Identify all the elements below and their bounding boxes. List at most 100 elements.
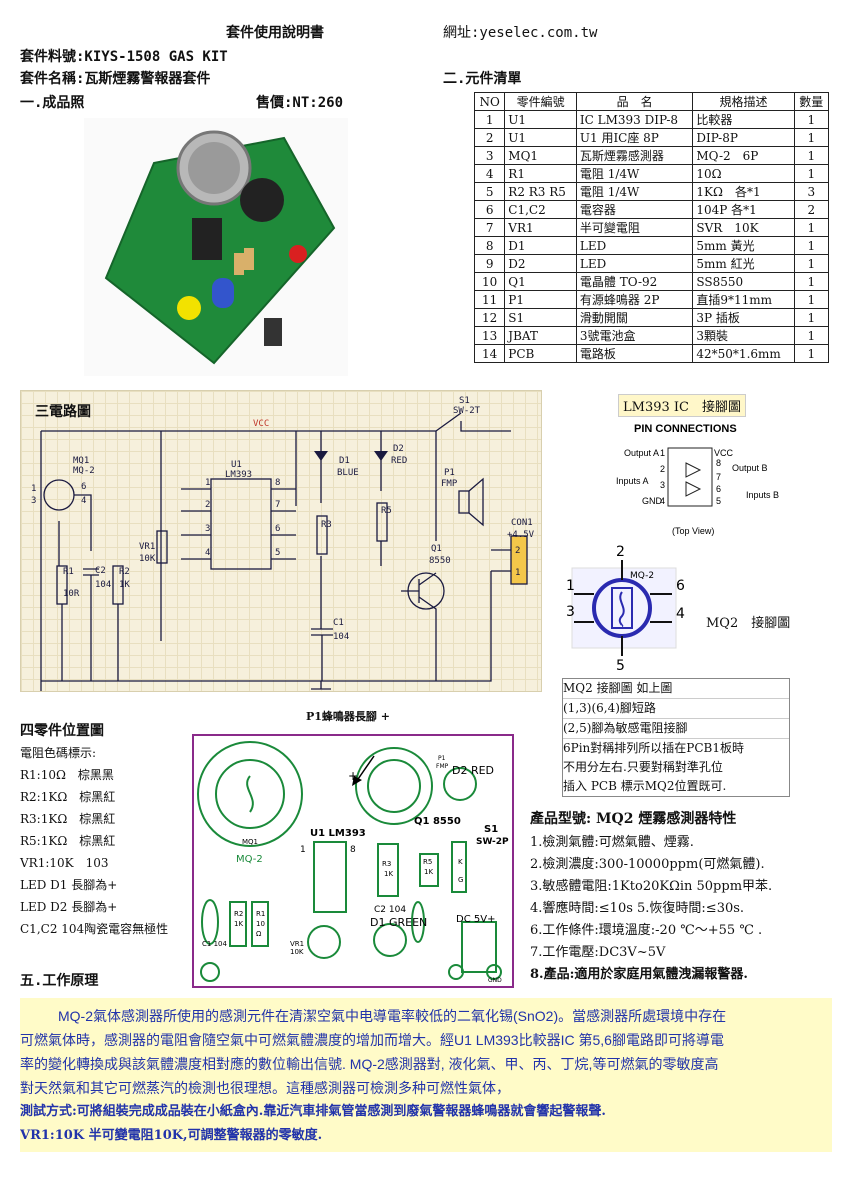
principle-paragraph: MQ-2氣体感測器所使用的感測元件在清潔空氣中电導電率較低的二氧化锡(SnO2)… [20, 998, 832, 1100]
col-qty: 數量 [793, 92, 830, 111]
pcb-d2-red: D2 RED [452, 764, 494, 777]
label-vr1: VR1 [139, 542, 155, 552]
cell-part-id: U1 [504, 128, 577, 147]
ic-pin-2: 2 [205, 500, 210, 510]
cell-part-id: U1 [504, 110, 577, 129]
label-r1-value: 10R [63, 589, 80, 599]
cell-part-id: C1,C2 [504, 200, 577, 219]
lm393-pin-6: 6 [716, 484, 721, 494]
feature-4: 4.響應時間:≤10s 5.恢復時間:≤30s. [530, 901, 745, 916]
cell-name: 半可變電阻 [575, 218, 694, 237]
cell-part-id: P1 [504, 290, 577, 309]
cell-no: 8 [473, 236, 506, 255]
color-code-d2: LED D2 長腳為+ [20, 900, 118, 914]
mq2-note-1: MQ2 接腳圖 如上圖 [563, 679, 789, 699]
cell-name: 電路板 [575, 344, 694, 363]
mq-pin-1: 1 [31, 484, 36, 494]
lm393-top-view: (Top View) [672, 526, 714, 536]
label-r3: R3 [321, 520, 332, 530]
label-mq2: MQ-2 [73, 466, 95, 476]
pcb-u1-pin8: 8 [350, 845, 356, 855]
cell-qty: 1 [793, 254, 830, 273]
ic-pin-1: 1 [205, 478, 210, 488]
pcb-s1: S1 [484, 824, 498, 835]
mq2-pin-3: 3 [566, 604, 575, 620]
cell-qty: 1 [793, 326, 830, 345]
cell-spec: SVR 10K [692, 218, 795, 237]
mq2-pin-5: 5 [616, 658, 625, 674]
cell-no: 11 [473, 290, 506, 309]
vr-note: VR1:10K 半可變電阻10K,可調整警報器的零敏度. [20, 1128, 323, 1143]
pcb-c2: C2 104 [374, 905, 406, 915]
features-title: 產品型號: MQ2 煙霧感測器特性 [530, 811, 737, 827]
cell-no: 5 [473, 182, 506, 201]
cell-part-id: Q1 [504, 272, 577, 291]
color-code-d1: LED D1 長腳為+ [20, 878, 118, 892]
cell-name: 瓦斯煙霧感測器 [575, 146, 694, 165]
label-r1: R1 [63, 567, 74, 577]
cell-no: 6 [473, 200, 506, 219]
cell-part-id: D2 [504, 254, 577, 273]
principle-box: MQ-2氣体感測器所使用的感測元件在清潔空氣中电導電率較低的二氧化锡(SnO2)… [20, 998, 832, 1152]
mq2-sensor-label: MQ-2 [630, 571, 654, 581]
pcb-r3-value: 1K [384, 870, 393, 878]
lm393-gnd: GND [642, 496, 663, 506]
ic-pin-7: 7 [275, 500, 280, 510]
cell-spec: 1KΩ 各*1 [692, 182, 795, 201]
feature-1: 1.檢測氣體:可燃氣體、煙霧. [530, 835, 694, 850]
cell-qty: 3 [793, 182, 830, 201]
label-c2: C2 [95, 566, 106, 576]
lm393-output-a: Output A [624, 448, 659, 458]
cell-no: 10 [473, 272, 506, 291]
col-part-id: 零件編號 [504, 92, 577, 111]
color-code-vr1: VR1:10K 103 [20, 856, 109, 870]
feature-6: 6.工作條件:環境溫度:-20 ℃～+55 ℃ . [530, 923, 763, 938]
cell-spec: 42*50*1.6mm [692, 344, 795, 363]
cell-qty: 1 [793, 290, 830, 309]
mq-pin-6: 6 [81, 482, 86, 492]
cell-spec: 10Ω [692, 164, 795, 183]
label-45v: +4.5V [507, 530, 535, 540]
color-code-r1: R1:10Ω 棕黑黑 [20, 768, 114, 782]
mq2-note-5: 不用分左右.只要對稱對準孔位 [563, 760, 723, 774]
label-sw: SW-2T [453, 406, 481, 416]
lm393-pin-7: 7 [716, 472, 721, 482]
pcb-r2: R2 [234, 910, 243, 918]
cell-qty: 1 [793, 110, 830, 129]
cell-no: 1 [473, 110, 506, 129]
label-d2: D2 [393, 444, 404, 454]
kit-name: 套件名稱:瓦斯煙霧警報器套件 [20, 71, 211, 87]
color-code-caps: C1,C2 104陶瓷電容無極性 [20, 922, 169, 936]
label-vr1-value: 10K [139, 554, 156, 564]
pcb-vr1: VR1 [290, 940, 304, 948]
pcb-fmp: FMP [436, 763, 449, 770]
cell-part-id: R1 [504, 164, 577, 183]
lm393-pin-5: 5 [716, 496, 721, 506]
pcb-r1: R1 [256, 910, 265, 918]
parts-table-header: NO 零件編號 品 名 規格描述 數量 [473, 92, 830, 111]
col-name: 品 名 [575, 92, 694, 111]
pcb-d1: D1 GREEN [370, 916, 427, 929]
feature-7: 7.工作電壓:DC3V~5V [530, 945, 666, 960]
pcb-r1-unit: Ω [256, 930, 262, 938]
cell-spec: 3顆裝 [692, 326, 795, 345]
cell-spec: 3P 插板 [692, 308, 795, 327]
cell-name: 電晶體 TO-92 [575, 272, 694, 291]
col-spec: 規格描述 [692, 92, 795, 111]
label-mq1: MQ1 [73, 456, 89, 466]
cell-name: U1 用IC座 8P [575, 128, 694, 147]
label-q1: Q1 [431, 544, 442, 554]
resistor-color-code: 電阻色碼標示: R1:10Ω 棕黑黑 R2:1KΩ 棕黑紅 R3:1KΩ 棕黑紅… [20, 742, 168, 940]
circuit-title: 三電路圖 [35, 404, 91, 420]
label-vcc: VCC [253, 419, 269, 429]
color-code-r5: R5:1KΩ 棕黑紅 [20, 834, 116, 848]
mq-pin-3: 3 [31, 496, 36, 506]
pcb-r1-value: 10 [256, 920, 265, 928]
label-p1: P1 [444, 468, 455, 478]
pcb-r5: R5 [423, 858, 432, 866]
